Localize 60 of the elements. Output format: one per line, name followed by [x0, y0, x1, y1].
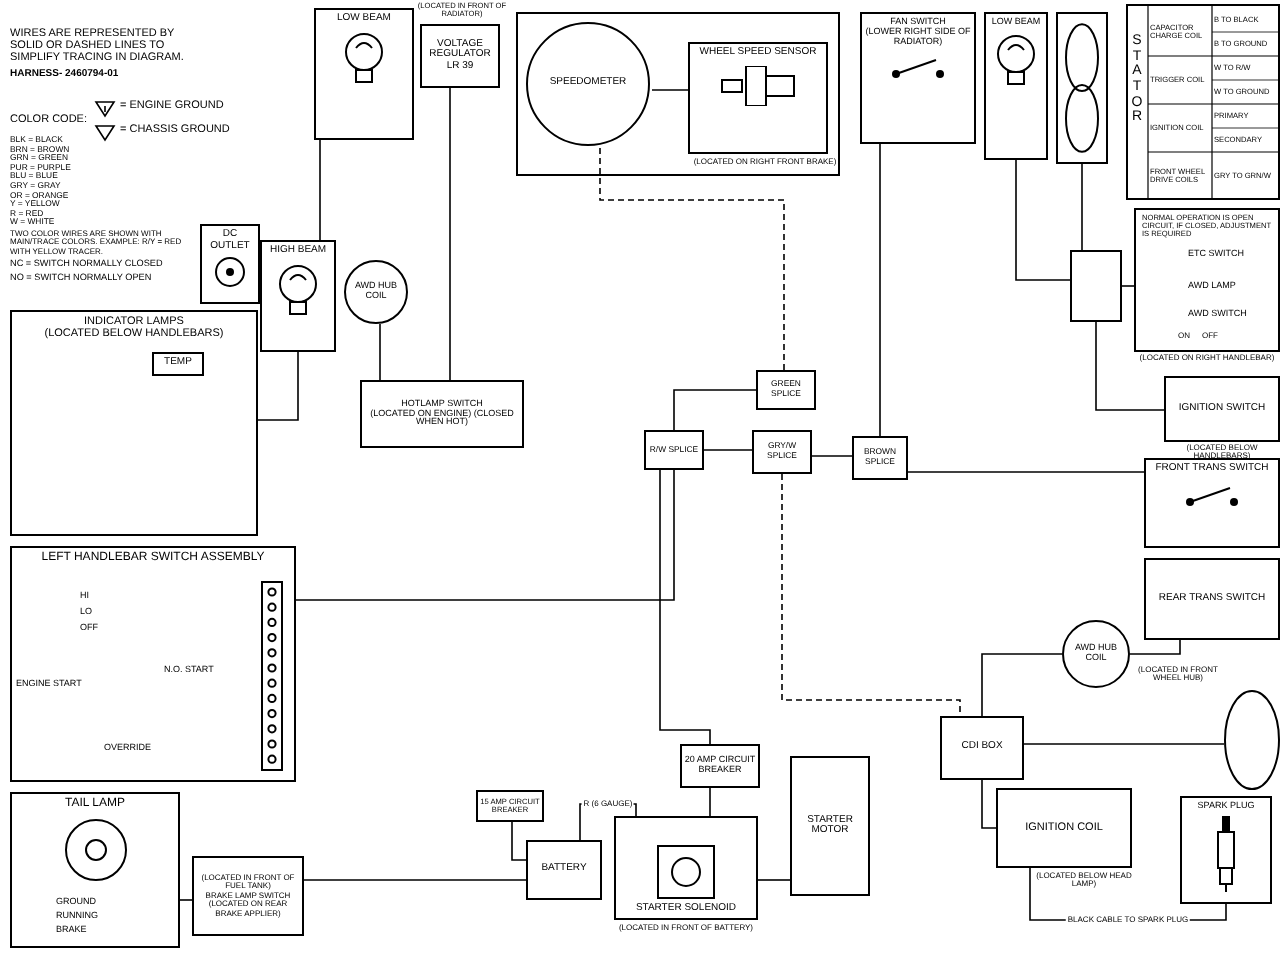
- wire: [709, 787, 711, 817]
- tail-lamp-box: [10, 792, 180, 948]
- wire: [907, 471, 1145, 473]
- indicator-panel: [10, 310, 258, 536]
- switch-box: [1144, 558, 1280, 640]
- battery-box: [526, 840, 602, 900]
- breaker-box: [476, 790, 544, 822]
- wire: [449, 87, 451, 381]
- switch-box: [1164, 376, 1280, 442]
- wire: [981, 779, 997, 829]
- switch-panel: [1134, 208, 1280, 352]
- instrument-panel: [516, 12, 840, 176]
- wire: [303, 879, 527, 881]
- wire: [673, 389, 757, 431]
- wire: [1015, 159, 1071, 281]
- switch-box: [1144, 458, 1280, 548]
- speedometer-dial: [526, 22, 650, 146]
- wire: [757, 879, 791, 881]
- stator-circle: [1224, 690, 1280, 790]
- splice-box: [644, 430, 704, 470]
- spark-plug-box: [1180, 796, 1272, 904]
- switch-box: [860, 12, 976, 144]
- ignition-coil-box: [996, 788, 1132, 868]
- wire: [1121, 285, 1135, 287]
- wire: [651, 89, 691, 91]
- wire: [1081, 163, 1083, 251]
- wire: [703, 449, 753, 451]
- headlamp-box: [314, 8, 414, 140]
- headlamp-box: [984, 12, 1048, 160]
- wire: [179, 899, 193, 901]
- wire: [981, 653, 1063, 717]
- wire: [295, 469, 675, 601]
- wire: [599, 147, 785, 371]
- wire: [511, 821, 527, 861]
- headlamp-box: [260, 240, 336, 352]
- wire: [1023, 743, 1225, 745]
- connector-box: [1070, 250, 1122, 322]
- splice-box: [852, 436, 908, 480]
- wire: [1095, 321, 1165, 411]
- control-box: [940, 716, 1024, 780]
- wire: [781, 473, 961, 717]
- switch-box: [360, 380, 524, 448]
- wire: [659, 469, 711, 745]
- regulator-box: [420, 24, 500, 88]
- breaker-box: [680, 744, 760, 788]
- splice-box: [752, 430, 812, 474]
- wire: [811, 455, 853, 457]
- wire: [319, 139, 321, 241]
- brake-switch-box: [192, 856, 304, 936]
- solenoid-box: [614, 816, 758, 920]
- switch-assembly-box: [10, 546, 296, 782]
- fan-motor-box: [1056, 12, 1108, 164]
- wire: [379, 323, 381, 381]
- wire: [257, 351, 299, 421]
- wire: [879, 143, 881, 437]
- wire: [1129, 639, 1181, 655]
- splice-box: [756, 370, 816, 410]
- outlet-box: [200, 224, 260, 304]
- starter-motor-box: [790, 756, 870, 896]
- sensor-box: [688, 42, 828, 154]
